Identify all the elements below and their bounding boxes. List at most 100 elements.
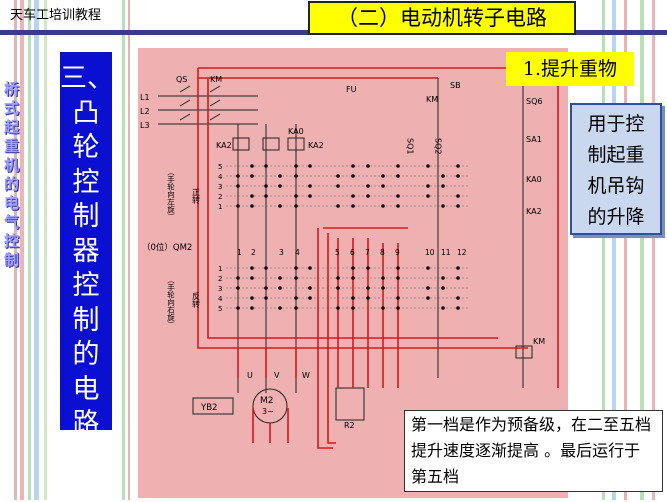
cam-contact-dot [396,266,400,270]
cam-contact-dot [264,164,268,168]
cam-contact-dot [396,204,400,208]
cam-column-number: 4 [295,248,300,257]
cam-contact-dot [366,296,370,300]
km-contact [209,99,221,107]
label-zero-position: （0位）QM2 [142,242,192,253]
decor-stripe [122,0,125,500]
cam-contact-dot [336,276,340,280]
decor-stripe [44,0,47,500]
cam-contact-dot [456,266,460,270]
cam-contact-dot [278,276,282,280]
label-v: V [274,371,280,380]
section-heading-char: 控 [72,270,100,301]
label-ka0: KA0 [288,127,304,136]
cam-contact-dot [264,296,268,300]
red-wire-loop [197,68,528,349]
section-heading-char: 路 [72,408,100,439]
cam-contact-dot [456,306,460,310]
cam-position-number: 4 [218,295,223,303]
side-title-char: 的 [4,175,20,193]
label-l3: L3 [140,121,150,130]
label-motor-sub: 3~ [262,407,274,416]
red-wire-rotor [327,233,336,444]
cam-contact-dot [294,194,298,198]
cam-contact-dot [308,286,312,290]
cam-position-number: 2 [218,193,222,201]
label-km-coil: KM [533,337,545,346]
label-ka2-right: KA2 [308,141,324,150]
decor-stripe [652,0,655,500]
info-line: 的升降 [587,206,645,228]
label-w: W [302,371,310,380]
cam-position-number: 3 [218,285,222,293]
resistor-r2 [335,387,365,421]
cam-contact-dot [264,286,268,290]
side-title-char: 控 [4,232,20,250]
cam-contact-dot [441,276,445,280]
cam-contact-dot [294,276,298,280]
cam-contact-dot [441,204,445,208]
qs-contact [179,99,191,107]
subsection-label: 1.提升重物 [506,52,634,86]
cam-contact-dot [351,266,355,270]
label-fu: FU [346,85,357,94]
cam-contact-dot [294,296,298,300]
label-sq1: SQ1 [406,138,415,154]
cam-contact-dot [396,306,400,310]
cam-contact-dot [456,174,460,178]
cam-contact-dot [336,286,340,290]
cam-contact-dot [396,174,400,178]
cam-contact-dot [366,164,370,168]
cam-contact-dot [456,194,460,198]
side-title-char: 式 [4,99,20,117]
cam-contact-dot [336,204,340,208]
brake-yb2 [192,397,234,415]
cam-contact-dot [456,164,460,168]
cam-contact-dot [278,174,282,178]
cam-contact-dot [381,276,385,280]
label-r2: R2 [344,421,355,430]
decor-stripe [612,0,616,500]
section-heading-char: 制 [72,304,100,336]
cam-contact-dot [456,296,460,300]
label-motor: M2 [260,396,274,406]
cam-contact-dot [294,164,298,168]
info-box: 用于控 制起重 机吊钩 的升降 [570,103,662,235]
cam-contact-dot [250,174,254,178]
cam-contact-dot [308,266,312,270]
label-ka2-ctrl: KA2 [526,207,542,216]
label-ka2-left: KA2 [216,141,232,150]
cam-column-number: 11 [441,248,451,257]
label-forward: 正转 [192,188,201,205]
label-sa1: SA1 [526,135,542,144]
cam-contact-dot [351,164,355,168]
cam-column-number: 5 [335,248,340,257]
decor-stripe [640,0,644,500]
cam-contact-dot [278,204,282,208]
cam-contact-dot [441,184,445,188]
side-title-char: 气 [4,213,20,231]
red-wire-loop [207,78,498,339]
side-title-char: 制 [4,251,20,269]
cam-contact-dot [426,296,430,300]
cam-contact-dot [441,174,445,178]
cam-contact-dot [396,164,400,168]
cam-contact-dot [396,276,400,280]
label-l1: L1 [140,93,150,102]
section-heading: 三、凸轮控制器控制的电路 [60,52,114,439]
cam-column-number: 6 [350,248,355,257]
cam-contact-dot [308,194,312,198]
red-wire-stator [237,348,297,378]
cam-contact-dot [250,276,254,280]
section-heading-char: 轮 [72,132,100,163]
km-contact [209,113,221,121]
cam-position-number: 2 [218,275,222,283]
cam-contact-dot [381,184,385,188]
label-qs: QS [176,75,187,84]
qs-contact [179,113,191,121]
decor-stripe [128,0,130,500]
cam-contact-dot [366,266,370,270]
cam-position-number: 5 [218,163,222,171]
cam-column-number: 9 [395,248,400,257]
cam-contact-dot [236,276,240,280]
